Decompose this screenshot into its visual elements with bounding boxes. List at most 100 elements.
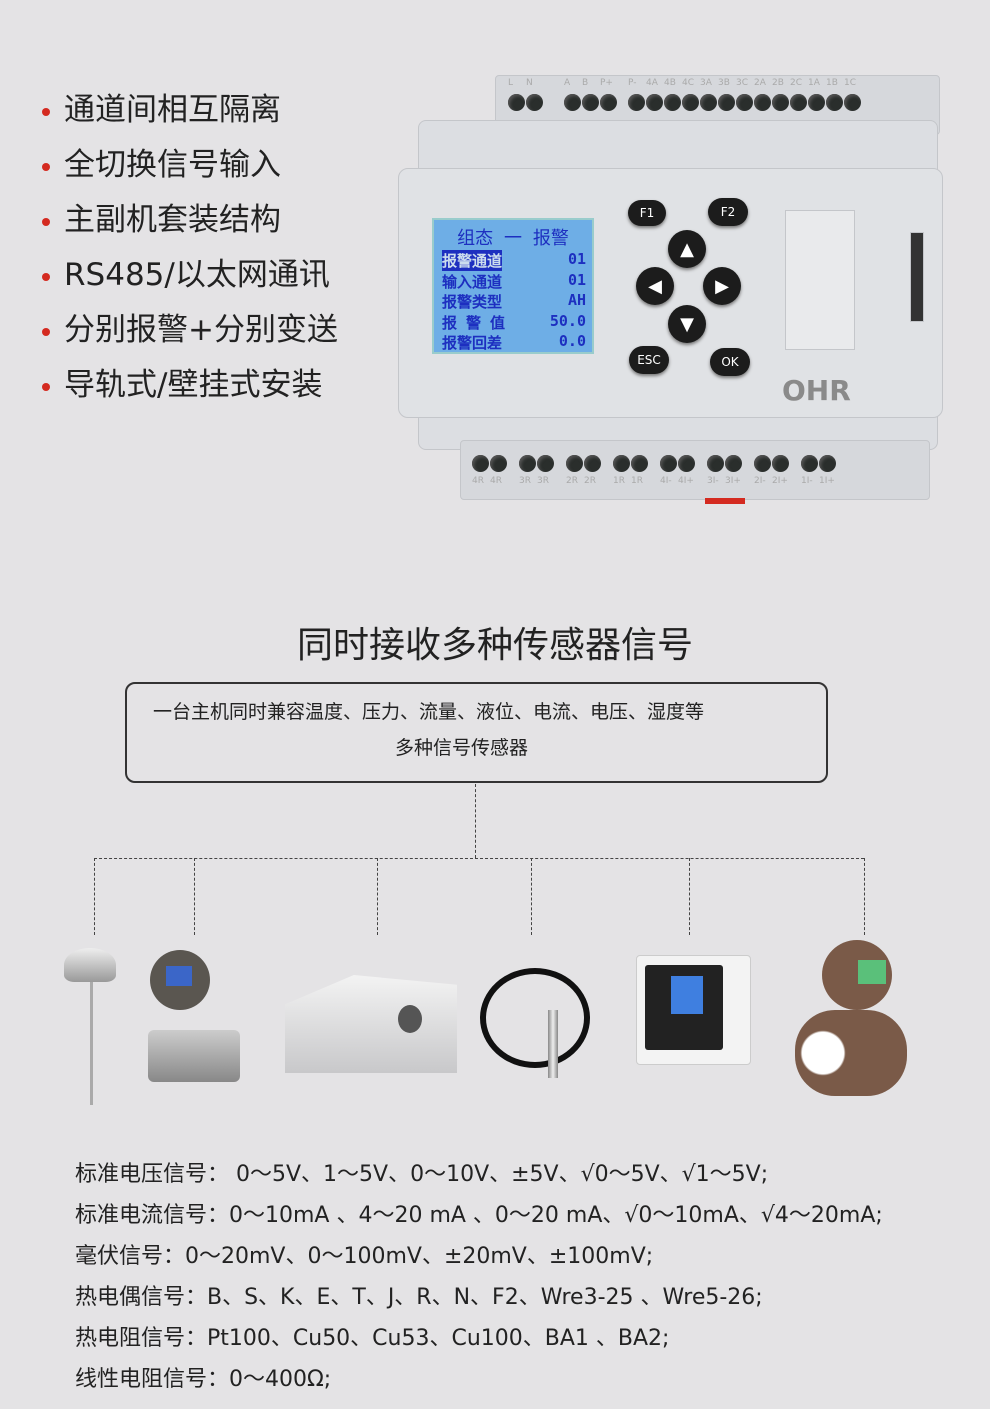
terminal-screw [700,94,717,111]
terminal-label: N [526,78,533,88]
terminal-screw [628,94,645,111]
terminal-screw [582,94,599,111]
terminal-screw [508,94,525,111]
terminal-label: 2I+ [772,476,788,486]
terminal-label: 4R [490,476,502,486]
lcd-row: 报 警 值 50.0 [442,312,586,333]
terminal-label: 2R [566,476,578,486]
terminal-screw [772,94,789,111]
connector-line [94,858,864,859]
terminal-screw [566,455,583,472]
terminal-screw [826,94,843,111]
lcd-row: 报警类型 AH [442,291,586,312]
terminal-label: 3R [519,476,531,486]
terminal-label: 1A [808,78,820,88]
connector-line [377,858,378,935]
lcd-row-value: 01 [567,250,586,268]
lcd-row-label: 报警通道 [442,250,503,271]
terminal-label: 3R [537,476,549,486]
terminal-label: 4I- [660,476,672,486]
terminal-screw [526,94,543,111]
arrow-down-button[interactable]: ▼ [668,305,706,343]
feature-item: RS485/以太网通讯 [42,249,330,294]
signal-spec-line: 毫伏信号：0～20mV、0～100mV、±20mV、±100mV; [75,1244,654,1269]
terminal-screw [772,455,789,472]
terminal-screw [801,455,818,472]
terminal-screw [725,455,742,472]
terminal-label: 2R [584,476,596,486]
signal-spec-line: 线性电阻信号：0～400Ω; [75,1367,332,1392]
terminal-label: P- [628,78,637,88]
terminal-screw [718,94,735,111]
feature-label: 导轨式/壁挂式安装 [64,367,323,403]
description-line: 多种信号传感器 [394,737,528,759]
f2-button[interactable]: F2 [708,198,748,226]
terminal-label: A [564,78,571,88]
terminal-label: 1R [631,476,643,486]
lcd-row-value: 50.0 [549,311,586,330]
terminal-screw [682,94,699,111]
terminal-screw [660,455,677,472]
lcd-row-value: AH [567,291,586,309]
terminal-screw [790,94,807,111]
terminal-label: 4B [664,78,676,88]
lcd-row-label: 报 警 值 [442,313,506,332]
connector-line [864,858,865,935]
terminal-screw [819,455,836,472]
terminal-label: P+ [600,78,613,88]
bullet-icon [42,382,50,391]
signal-spec-line: 热电偶信号：B、S、K、E、T、J、R、N、F2、Wre3-25 、Wre5-2… [75,1285,763,1310]
arrow-right-button[interactable]: ▶ [703,267,741,305]
connector-line [689,858,690,935]
feature-label: RS485/以太网通讯 [64,257,330,293]
terminal-label: 1B [826,78,838,88]
lcd-title: 组态 一 报警 [457,228,569,249]
feature-item: 分别报警+分别变送 [42,304,338,349]
terminal-screw [678,455,695,472]
terminal-label: 3B [718,78,730,88]
terminal-label: 1I+ [819,476,835,486]
terminal-screw [844,94,861,111]
terminal-label: 4A [646,78,658,88]
f1-button[interactable]: F1 [628,200,666,226]
lcd-row-label: 报警类型 [442,293,503,311]
terminal-label: 2B [772,78,784,88]
terminal-screw [631,455,648,472]
feature-label: 分别报警+分别变送 [64,312,338,348]
lcd-row-value: 0.0 [558,332,586,350]
terminal-label: 1I- [801,476,813,486]
terminal-screw [808,94,825,111]
arrow-up-button[interactable]: ▲ [668,230,706,268]
lcd-row-label: 输入通道 [442,272,503,291]
signal-spec-line: 标准电压信号： 0～5V、1～5V、0～10V、±5V、√0～5V、√1～5V; [75,1162,769,1187]
description-box: 一台主机同时兼容温度、压力、流量、液位、电流、电压、湿度等 多种信号传感器 [125,682,828,783]
bullet-icon [42,107,50,116]
terminal-label: 3A [700,78,712,88]
terminal-label: 1R [613,476,625,486]
terminal-screw [664,94,681,111]
terminal-label: B [582,78,589,88]
arrow-left-button[interactable]: ◀ [636,267,674,305]
terminal-screw [519,455,536,472]
terminal-screw [564,94,581,111]
feature-item: 主副机套装结构 [42,194,281,239]
signal-spec-line: 热电阻信号：Pt100、Cu50、Cu53、Cu100、BA1 、BA2; [75,1326,670,1351]
terminal-screw [490,455,507,472]
lcd-row-value: 01 [567,270,586,289]
bullet-icon [42,162,50,171]
terminal-screw [646,94,663,111]
terminal-screw [707,455,724,472]
connector-line [94,858,95,935]
terminal-screw [472,455,489,472]
feature-item: 全切换信号输入 [42,139,281,184]
terminal-label: 3I- [707,476,719,486]
terminal-label: 3C [736,78,749,88]
terminal-label: 4C [682,78,695,88]
description-line: 一台主机同时兼容温度、压力、流量、液位、电流、电压、湿度等 [153,701,705,723]
ok-button[interactable]: OK [710,348,750,376]
lcd-row: 报警通道 01 [442,250,586,271]
section-title: 同时接收多种传感器信号 [296,625,693,666]
esc-button[interactable]: ESC [629,346,669,374]
terminal-label: 4R [472,476,484,486]
terminal-label: 4I+ [678,476,694,486]
